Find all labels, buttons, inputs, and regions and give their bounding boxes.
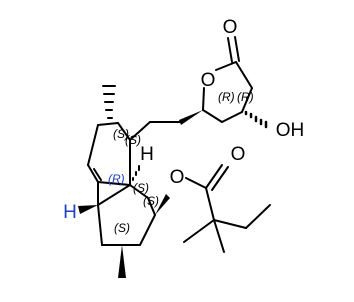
bond-c3-c4 — [87, 124, 99, 166]
hashed-bond-methyl-top — [102, 85, 116, 119]
ester-carbonyl-oxygen: O — [231, 144, 246, 165]
lactone-ring — [202, 36, 253, 123]
bond-o-c-ester — [185, 177, 207, 189]
bond-c6-ring-o — [202, 87, 205, 111]
bond-c3-c4 — [241, 87, 253, 113]
stereo-label-c8-1: (S) — [133, 181, 149, 195]
bond-quat-methyl-1 — [183, 219, 215, 243]
bond-c5-c6 — [202, 109, 223, 123]
stereo-label-c6: (S) — [114, 221, 130, 235]
ester-oxygen: O — [170, 167, 185, 188]
hashed-bond-h-junction — [132, 165, 140, 181]
bond-c2-ring-o — [215, 61, 237, 71]
bond-c4-c5 — [221, 111, 243, 123]
wedge-bond-methyl-bottom — [118, 245, 126, 278]
bond-quat-ethyl-1 — [213, 219, 247, 229]
lactone-carbonyl-oxygen: O — [223, 17, 238, 38]
stereo-label-lactone-2: (R) — [237, 90, 254, 104]
bond-c8-c7 — [147, 197, 156, 216]
hashed-bond-oh — [244, 110, 268, 129]
stereo-label-lactone-1: (R) — [218, 90, 235, 104]
hydroxyl-group: OH — [276, 120, 305, 141]
highlighted-hydrogen: H — [63, 202, 77, 223]
hexahydronaphthalene-upper-ring — [87, 122, 131, 186]
bond-c1-c2 — [117, 122, 131, 141]
stereo-label-c8a-r: (R) — [108, 172, 125, 186]
bond-c-o-double-a — [227, 37, 233, 63]
stereo-label-c8-2: (S) — [143, 194, 159, 208]
bond-c5-c4a — [97, 181, 131, 186]
wedge-bond-h-blue — [78, 205, 98, 214]
bond-c4a-c8a — [97, 184, 131, 206]
bond-c5-c4a — [97, 204, 103, 246]
hexahydronaphthalene-lower-ring — [97, 181, 156, 246]
wedge-bond-ester — [155, 194, 170, 215]
bond-c4-c5-double — [87, 164, 99, 183]
stereo-label-c1-2: (S) — [125, 133, 141, 147]
bond-quat-methyl-2 — [213, 219, 225, 253]
junction-hydrogen: H — [140, 144, 154, 165]
bond-c2-c3 — [235, 61, 253, 89]
bond-c-o-double-ester-a — [205, 164, 223, 189]
bond-linker-2 — [129, 121, 151, 141]
stereo-label-c1-1: (S) — [113, 127, 129, 141]
bond-quat-ethyl-2 — [245, 204, 271, 229]
bond-c-o-double-b — [234, 36, 240, 62]
bond-c-o-double-ester-b — [211, 166, 229, 191]
bond-c7-c6 — [139, 214, 156, 246]
bond-c-quat — [205, 187, 215, 221]
wedge-bond-sidechain — [179, 110, 203, 125]
bond-c4-c5-double-inner — [93, 168, 102, 181]
bond-c2-c3 — [97, 122, 119, 126]
ring-oxygen: O — [201, 70, 216, 91]
bond-c8a-c8 — [129, 184, 149, 199]
